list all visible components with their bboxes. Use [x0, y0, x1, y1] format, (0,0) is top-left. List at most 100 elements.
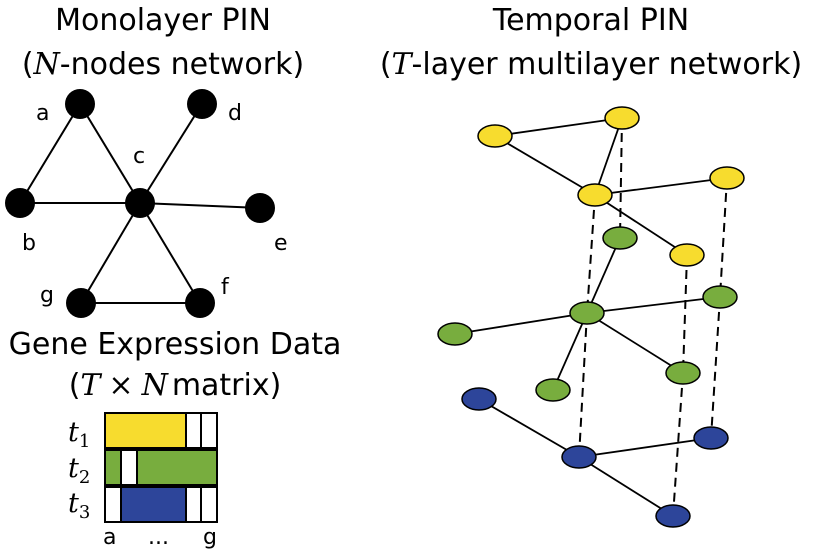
node-label-c: c — [133, 144, 145, 169]
layer-t2-edges — [454, 237, 721, 391]
row-label-t2: t2 — [68, 453, 90, 488]
layer-t1 — [477, 106, 745, 267]
node-label-g: g — [40, 283, 54, 308]
col-label-first: a — [103, 525, 116, 549]
layer-t1-edge — [494, 135, 596, 196]
layer-t2-edge — [586, 312, 684, 374]
monolayer-pin-panel: Monolayer PIN (N-nodes network) a b c d — [5, 3, 304, 318]
layer-t1-edges — [494, 117, 728, 256]
node-label-b: b — [22, 231, 36, 256]
layer-t1-edge — [594, 177, 728, 196]
expression-matrix — [104, 412, 218, 523]
node-a — [65, 89, 95, 119]
node-b — [5, 188, 35, 218]
layer-t1-node — [709, 166, 745, 190]
matrix-cell-t3-low-2 — [185, 486, 202, 523]
layer-t2 — [437, 226, 738, 402]
interlayer-link-1 — [619, 117, 623, 239]
row-label-t3: t3 — [68, 488, 90, 523]
layer-t1-edge — [594, 194, 688, 256]
edge-a-c — [79, 103, 141, 204]
gene-expression-title: Gene Expression Data — [9, 327, 342, 362]
interlayer-link-5 — [578, 312, 588, 458]
monolayer-edges — [19, 103, 261, 304]
matrix-column-labels: a ... g — [103, 525, 217, 549]
matrix-row-labels: t1 t2 t3 — [68, 417, 90, 523]
layer-t3-node — [561, 445, 597, 469]
interlayer-link-2 — [586, 194, 596, 314]
layer-t3-edge — [478, 398, 580, 458]
layer-t1-nodes — [477, 106, 745, 267]
layer-t2-edge — [552, 312, 588, 391]
layer-t3-edge — [578, 456, 674, 517]
matrix-row-t1 — [104, 412, 218, 449]
layer-t2-node — [702, 285, 738, 309]
interlayer-links — [578, 117, 728, 517]
matrix-cell-t1-high — [104, 412, 187, 449]
monolayer-subtitle: (N-nodes network) — [22, 47, 304, 82]
layer-t2-edge — [586, 237, 621, 314]
matrix-cell-t3-high — [120, 486, 187, 523]
edge-a-b — [19, 103, 81, 204]
edge-c-d — [139, 103, 203, 204]
matrix-cell-t2-low — [120, 449, 138, 486]
layer-t2-node — [437, 322, 473, 346]
layer-t3-node — [655, 504, 691, 528]
layer-t2-node — [535, 378, 571, 402]
monolayer-node-labels: a b c d e f g — [22, 101, 288, 308]
monolayer-title: Monolayer PIN — [55, 3, 271, 38]
temporal-pin-panel: Temporal PIN (T-layer multilayer network… — [380, 3, 802, 528]
temporal-subtitle: (T-layer multilayer network) — [380, 47, 802, 82]
matrix-cell-t3-low-3 — [200, 486, 218, 523]
layer-t2-nodes — [437, 226, 738, 402]
node-e — [245, 193, 275, 223]
node-f — [185, 288, 215, 318]
matrix-cell-t2-high-2 — [136, 449, 218, 486]
interlayer-link-4 — [682, 254, 688, 374]
temporal-title: Temporal PIN — [492, 3, 689, 38]
interlayer-link-6 — [710, 296, 721, 439]
interlayer-link-3 — [719, 177, 728, 298]
layer-t3 — [461, 387, 729, 528]
node-g — [66, 288, 96, 318]
matrix-cell-t1-low-2 — [200, 412, 218, 449]
col-label-last: g — [203, 525, 217, 549]
layer-t1-edge — [594, 117, 623, 196]
layer-t2-node — [602, 226, 638, 250]
layer-t2-node — [665, 361, 701, 385]
monolayer-nodes — [5, 89, 275, 318]
interlayer-link-7 — [672, 372, 684, 517]
layer-t3-node — [461, 387, 497, 411]
node-label-f: f — [221, 275, 230, 300]
row-label-t1: t1 — [68, 417, 90, 452]
layer-t1-edge — [494, 117, 623, 137]
node-label-d: d — [228, 101, 242, 126]
layer-t1-node — [477, 124, 513, 148]
layer-t1-node — [577, 183, 613, 207]
node-d — [187, 89, 217, 119]
matrix-cell-t2-high-1 — [104, 449, 122, 486]
layer-t3-edge — [578, 437, 712, 458]
col-label-ellipsis: ... — [148, 525, 169, 549]
layer-t3-nodes — [461, 387, 729, 528]
edge-c-g — [80, 202, 141, 304]
edge-c-f — [139, 202, 201, 304]
node-c — [125, 188, 155, 218]
layer-t3-node — [693, 426, 729, 450]
edge-c-e — [139, 202, 261, 209]
layer-t2-node — [569, 301, 605, 325]
layer-t3-edges — [478, 398, 712, 517]
layer-t1-node — [669, 243, 705, 267]
node-label-e: e — [274, 231, 288, 256]
matrix-cell-t1-low-1 — [185, 412, 202, 449]
matrix-row-t2 — [104, 449, 218, 486]
matrix-row-t3 — [104, 486, 218, 523]
node-label-a: a — [36, 101, 49, 126]
layer-t2-edge — [454, 312, 588, 335]
layer-t2-edge — [586, 296, 721, 314]
layer-t1-node — [604, 106, 640, 130]
matrix-cell-t3-low-1 — [104, 486, 122, 523]
